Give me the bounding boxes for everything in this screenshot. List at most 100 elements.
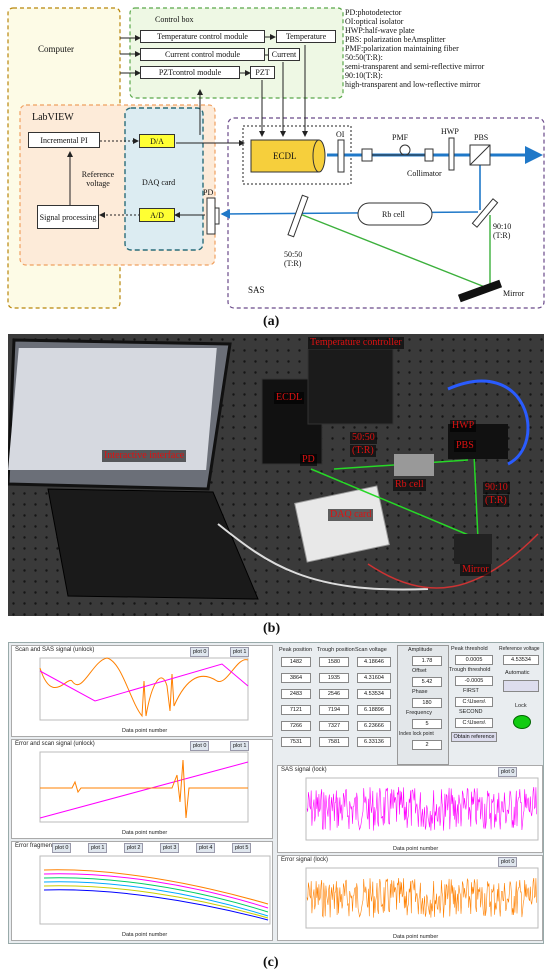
plot3-xlabel: Data point number bbox=[122, 932, 168, 938]
err-lock-legend[interactable]: plot 0 bbox=[498, 857, 518, 867]
trough-threshold-label: Trough threshold bbox=[449, 667, 491, 673]
trough-position-cell: 7194 bbox=[319, 705, 349, 715]
rb-cell-label: Rb cell bbox=[382, 210, 405, 219]
reference-voltage-label: Reference voltage bbox=[81, 170, 115, 188]
legend-line: PD:photodetector bbox=[345, 8, 402, 17]
offset-label: Offset bbox=[412, 668, 427, 674]
trough-position-cell: 2546 bbox=[319, 689, 349, 699]
peak-trough-table: Peak position Trough position Scan volta… bbox=[277, 645, 395, 763]
rb-cell-photo-label: Rb cell bbox=[393, 479, 426, 491]
table-header-scan: Scan voltage bbox=[355, 647, 387, 653]
pd-photo-label: PD bbox=[300, 454, 317, 466]
trough-position-cell: 1935 bbox=[319, 673, 349, 683]
peak-position-cell: 3864 bbox=[281, 673, 311, 683]
second-path-input[interactable]: C:\Users\ bbox=[455, 718, 493, 728]
plot-error-fragment: Error fragment plot 0 plot 1 plot 2 plot… bbox=[11, 841, 273, 941]
legend-line: PMF:polarization maintaining fiber bbox=[345, 44, 459, 53]
plot-error-lock: Error signal (lock) plot 0 Data point nu… bbox=[277, 855, 543, 941]
legend-line: HWP:half-wave plate bbox=[345, 26, 415, 35]
diagram-a: Computer Control box Temperature control… bbox=[0, 0, 550, 335]
plot3-legend-3[interactable]: plot 3 bbox=[160, 843, 180, 853]
legend-line: semi-transparent and semi-reflective mir… bbox=[345, 62, 485, 71]
plot3-svg bbox=[39, 855, 271, 925]
scan-voltage-cell: 6.18896 bbox=[357, 705, 391, 715]
trough-threshold-input[interactable]: -0.0005 bbox=[455, 676, 493, 686]
peak-position-cell: 7121 bbox=[281, 705, 311, 715]
labview-label: LabVIEW bbox=[32, 112, 74, 123]
peak-threshold-input[interactable]: 0.0005 bbox=[455, 655, 493, 665]
ecdl-photo-label: ECDL bbox=[274, 392, 305, 404]
plot2-legend-1[interactable]: plot 1 bbox=[230, 741, 250, 751]
ratio-9010-tr-photo-label: (T:R) bbox=[483, 495, 509, 507]
plot3-title: Error fragment bbox=[15, 843, 54, 849]
reference-voltage-label-c: Reference voltage bbox=[499, 646, 540, 652]
scan-voltage-cell: 6.33136 bbox=[357, 737, 391, 747]
sas-lock-xlabel: Data point number bbox=[393, 846, 439, 852]
control-box-label: Control box bbox=[155, 15, 194, 24]
frequency-input[interactable]: 5 bbox=[412, 719, 442, 729]
lock-led[interactable] bbox=[513, 715, 531, 729]
first-path-input[interactable]: C:\Users\ bbox=[455, 697, 493, 707]
daq-card-label: DAQ card bbox=[142, 178, 176, 187]
amplitude-label: Amplitude bbox=[408, 647, 433, 653]
legend-line: 50:50(T:R): bbox=[345, 53, 383, 62]
automatic-button[interactable] bbox=[503, 680, 539, 692]
plot-sas-lock: SAS signal (lock) plot 0 Data point numb… bbox=[277, 765, 543, 853]
peak-threshold-label: Peak threshold bbox=[451, 646, 488, 652]
scan-voltage-cell: 4.18646 bbox=[357, 657, 391, 667]
caption-c: (c) bbox=[263, 955, 279, 970]
pd-label: PD bbox=[203, 188, 214, 197]
peak-position-cell: 7266 bbox=[281, 721, 311, 731]
pbs-photo-label: PBS bbox=[454, 440, 476, 452]
phase-input[interactable]: 180 bbox=[412, 698, 442, 708]
peak-position-cell: 2483 bbox=[281, 689, 311, 699]
plot1-svg bbox=[39, 657, 249, 721]
plot3-legend-2[interactable]: plot 2 bbox=[124, 843, 144, 853]
pmf-label: PMF bbox=[392, 133, 409, 142]
da-box: D/A bbox=[139, 134, 175, 148]
peak-position-cell: 7531 bbox=[281, 737, 311, 747]
sas-lock-title: SAS signal (lock) bbox=[281, 767, 327, 773]
scan-voltage-cell: 6.23666 bbox=[357, 721, 391, 731]
ratio-9010-photo-label: 90:10 bbox=[483, 482, 510, 494]
plot2-svg bbox=[39, 751, 249, 823]
obtain-reference-button[interactable]: Obtain reference bbox=[451, 732, 497, 742]
daq-card-photo-label: DAQ card bbox=[328, 509, 374, 521]
trough-position-cell: 1580 bbox=[319, 657, 349, 667]
collimator-label: Collimator bbox=[407, 169, 442, 178]
scan-voltage-cell: 4.31604 bbox=[357, 673, 391, 683]
caption-b: (b) bbox=[263, 621, 281, 636]
mirror-label: Mirror bbox=[503, 289, 525, 298]
plot2-legend-0[interactable]: plot 0 bbox=[190, 741, 210, 751]
sas-lock-legend[interactable]: plot 0 bbox=[498, 767, 518, 777]
oi-label: OI bbox=[336, 130, 345, 139]
plot1-legend-1[interactable]: plot 1 bbox=[230, 647, 250, 657]
amplitude-input[interactable]: 1.78 bbox=[412, 656, 442, 666]
legend-line: PBS: polarization beAmsplitter bbox=[345, 35, 446, 44]
legend-line: 90:10(T:R): bbox=[345, 71, 383, 80]
lock-label: Lock bbox=[515, 703, 527, 709]
plot3-legend-1[interactable]: plot 1 bbox=[88, 843, 108, 853]
lock-settings: Reference voltage 4.53534 Automatic Lock bbox=[499, 645, 543, 763]
offset-input[interactable]: 5.42 bbox=[412, 677, 442, 687]
sas-label: SAS bbox=[248, 285, 265, 295]
temperature-box: Temperature bbox=[276, 30, 336, 43]
plot1-legend-0[interactable]: plot 0 bbox=[190, 647, 210, 657]
mirror-photo-label: Mirror bbox=[460, 564, 491, 576]
first-label: FIRST bbox=[463, 688, 479, 694]
ratio-5050-tr: (T:R) bbox=[284, 259, 302, 268]
plot3-legend-5[interactable]: plot 5 bbox=[232, 843, 252, 853]
legend-a: PD:photodetector OI:optical isolator HWP… bbox=[345, 8, 545, 89]
trough-position-cell: 7327 bbox=[319, 721, 349, 731]
labview-ui-c: Scan and SAS signal (unlock) plot 0 plot… bbox=[8, 642, 544, 944]
phase-label: Phase bbox=[412, 689, 428, 695]
err-lock-xlabel: Data point number bbox=[393, 934, 439, 940]
plot2-xlabel: Data point number bbox=[122, 830, 168, 836]
index-lock-input[interactable]: 2 bbox=[412, 740, 442, 750]
incremental-pi-box: Incremental PI bbox=[28, 132, 100, 148]
ecdl-label: ECDL bbox=[273, 151, 297, 161]
ad-box: A/D bbox=[139, 208, 175, 222]
plot3-legend-0[interactable]: plot 0 bbox=[52, 843, 72, 853]
plot3-legend-4[interactable]: plot 4 bbox=[196, 843, 216, 853]
legend-line: OI:optical isolator bbox=[345, 17, 404, 26]
